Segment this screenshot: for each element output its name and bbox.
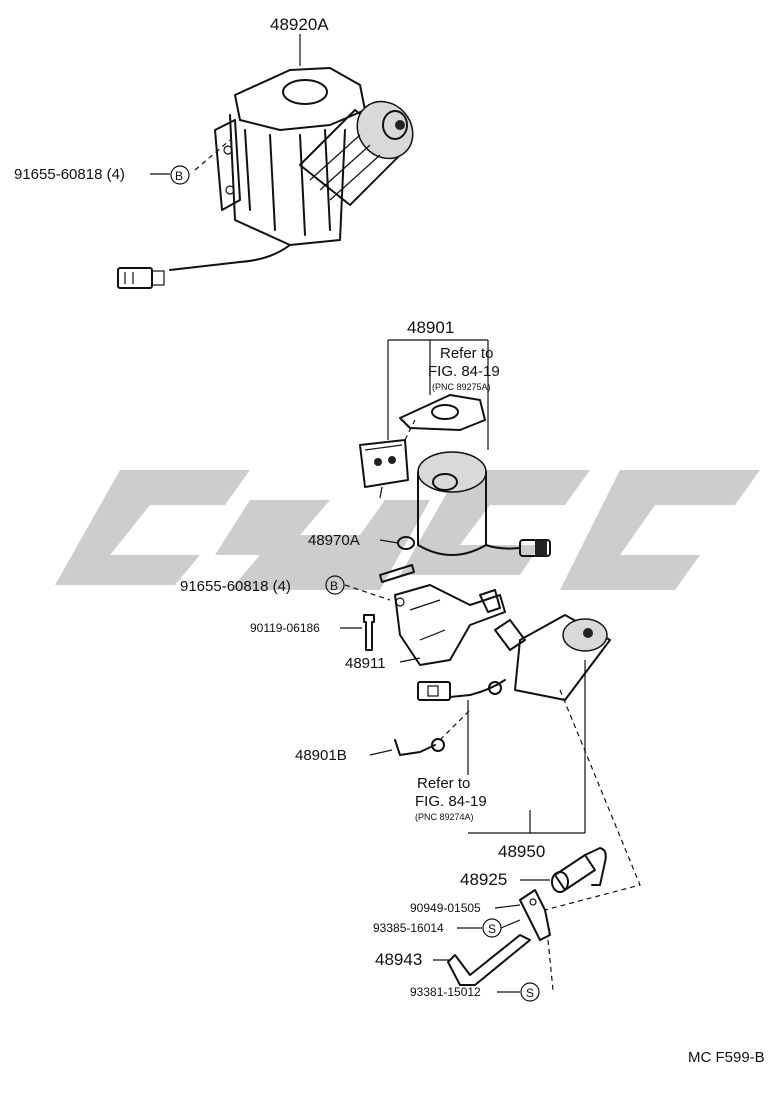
assembly-48920A — [117, 34, 414, 289]
bolt-symbol-mid-letter: B — [330, 579, 338, 593]
label-48901: 48901 — [407, 318, 454, 337]
label-93385: 93385-16014 — [373, 921, 444, 935]
bolt-symbol-mid — [325, 575, 345, 595]
label-48970A: 48970A — [308, 532, 360, 549]
label-90949: 90949-01505 — [410, 901, 481, 915]
refer2-line1: Refer to — [417, 775, 470, 792]
label-48950: 48950 — [498, 842, 545, 861]
watermark-segment-3 — [400, 470, 590, 575]
label-48901B: 48901B — [295, 747, 347, 764]
label-90119: 90119-06186 — [250, 621, 320, 635]
label-93381: 93381-15012 — [410, 985, 481, 999]
s-symbol-lower-letter: S — [526, 986, 534, 1000]
bracket-48911 — [394, 584, 506, 666]
figure-code: MC F599-B — [688, 1049, 765, 1066]
refer1-line1: Refer to — [440, 345, 493, 362]
refer2-line3: (PNC 89274A) — [415, 812, 474, 822]
label-48943: 48943 — [375, 950, 422, 969]
hose-48925 — [551, 847, 607, 893]
refer1-line2: FIG. 84-19 — [428, 363, 500, 380]
label-48925: 48925 — [460, 870, 507, 889]
label-48911: 48911 — [345, 655, 386, 672]
wire-48901B — [394, 709, 471, 756]
s-symbol-upper-letter: S — [488, 922, 496, 936]
refer1-line3: (PNC 89275A) — [432, 382, 491, 392]
bolt-symbol-top — [170, 165, 190, 185]
motor-48950 — [417, 614, 611, 701]
label-48920A: 48920A — [270, 15, 329, 34]
watermark — [55, 470, 760, 590]
refer2-line2: FIG. 84-19 — [415, 793, 487, 810]
bolt-symbol-top-letter: B — [175, 169, 183, 183]
pipe-48943 — [447, 934, 531, 986]
watermark-segment-1 — [55, 470, 250, 585]
label-91655-top: 91655-60818 (4) — [14, 166, 125, 183]
bracket-48901-group — [359, 339, 551, 557]
watermark-segment-2 — [215, 500, 430, 590]
label-91655-mid: 91655-60818 (4) — [180, 578, 291, 595]
watermark-segment-4 — [560, 470, 760, 590]
s-symbol-lower — [520, 982, 540, 1002]
clamp-90949 — [519, 889, 551, 941]
